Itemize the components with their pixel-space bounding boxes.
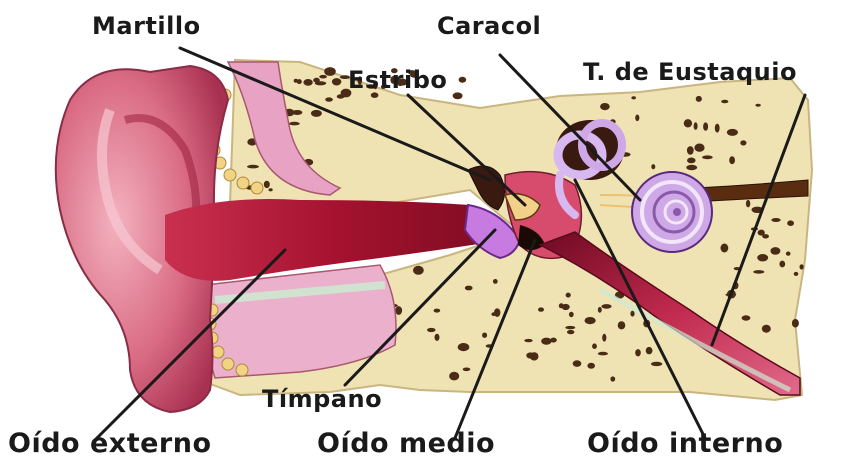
bone-pore xyxy=(696,96,702,102)
label-oido-medio: Oído medio xyxy=(317,428,495,459)
bone-pore xyxy=(727,129,738,136)
label-estribo: Estribo xyxy=(348,66,447,94)
bone-pore xyxy=(753,270,764,274)
bone-pore xyxy=(755,104,760,107)
bone-pore xyxy=(651,164,655,169)
bone-pore xyxy=(573,360,582,367)
bone-pore xyxy=(703,122,708,130)
bone-pore xyxy=(687,158,696,164)
bone-pore xyxy=(635,115,639,122)
bone-pore xyxy=(762,234,769,238)
bone-pore xyxy=(740,140,746,145)
bone-pore xyxy=(592,343,597,349)
bone-pore xyxy=(449,372,459,381)
bone-pore xyxy=(550,338,557,343)
bone-pore xyxy=(566,293,571,298)
bone-pore xyxy=(453,92,463,99)
bone-pore xyxy=(459,77,467,83)
bone-pore xyxy=(587,363,595,369)
bone-pore xyxy=(684,119,692,127)
bone-pore xyxy=(303,79,312,86)
bone-pore xyxy=(565,326,575,329)
bone-pore xyxy=(332,78,341,85)
label-timpano: Tímpano xyxy=(262,385,382,413)
bone-pore xyxy=(771,218,780,222)
bone-pore xyxy=(435,334,440,341)
bone-pore xyxy=(746,200,750,207)
bone-pore xyxy=(538,307,544,311)
bone-pore xyxy=(427,328,436,332)
bone-pore xyxy=(786,252,791,256)
label-martillo: Martillo xyxy=(92,12,201,40)
bone-pore xyxy=(585,317,596,324)
cochlea-spiral xyxy=(632,172,712,252)
bone-pore xyxy=(530,352,539,360)
bone-pore xyxy=(567,330,574,334)
bone-pore xyxy=(770,247,780,255)
label-oido-externo: Oído externo xyxy=(8,428,212,459)
bone-pore xyxy=(458,343,470,351)
bone-pore xyxy=(319,75,327,79)
bone-pore xyxy=(600,103,610,110)
bone-pore xyxy=(264,181,270,188)
bone-pore xyxy=(311,110,322,117)
bone-pore xyxy=(562,304,570,310)
bone-pore xyxy=(635,349,641,356)
bone-pore xyxy=(702,155,713,159)
bone-pore xyxy=(687,146,694,155)
label-oido-interno: Oído interno xyxy=(587,428,783,459)
bone-pore xyxy=(800,264,804,269)
bone-pore xyxy=(646,347,653,354)
bone-pore xyxy=(289,122,300,126)
bone-pore xyxy=(729,156,735,164)
bone-pore xyxy=(434,309,441,313)
bone-pore xyxy=(694,144,704,152)
bone-pore xyxy=(413,266,424,275)
bone-pore xyxy=(686,165,697,170)
bone-pore xyxy=(757,254,768,261)
bone-pore xyxy=(694,122,698,130)
bone-pore xyxy=(463,368,471,372)
bone-pore xyxy=(269,188,273,191)
bone-pore xyxy=(325,97,333,101)
bone-pore xyxy=(721,244,729,253)
bone-pore xyxy=(541,338,551,345)
bone-pore xyxy=(794,272,799,276)
bone-pore xyxy=(762,325,771,333)
bone-pore xyxy=(493,279,498,284)
bone-pore xyxy=(618,321,626,329)
bone-pore xyxy=(601,304,611,309)
bone-pore xyxy=(465,286,473,291)
bone-pore xyxy=(598,352,608,356)
bone-pore xyxy=(602,334,606,342)
bone-pore xyxy=(297,79,302,84)
bone-pore xyxy=(721,100,728,104)
bone-pore xyxy=(787,220,794,226)
bone-pore xyxy=(742,315,751,320)
bone-pore xyxy=(792,319,799,328)
bone-pore xyxy=(313,78,320,83)
bone-pore xyxy=(715,124,720,133)
bone-pore xyxy=(779,261,785,268)
bone-pore xyxy=(395,306,402,315)
bone-pore xyxy=(247,165,259,169)
bone-pore xyxy=(610,376,615,381)
bone-pore xyxy=(482,333,487,338)
bone-pore xyxy=(631,96,636,99)
label-eustaquio: T. de Eustaquio xyxy=(583,58,797,86)
bone-pore xyxy=(524,339,532,342)
bone-pore xyxy=(651,362,662,366)
label-caracol: Caracol xyxy=(437,12,541,40)
bone-pore xyxy=(324,67,336,76)
bone-pore xyxy=(569,312,574,317)
bone-pore xyxy=(494,308,500,317)
bone-pore xyxy=(598,307,602,313)
